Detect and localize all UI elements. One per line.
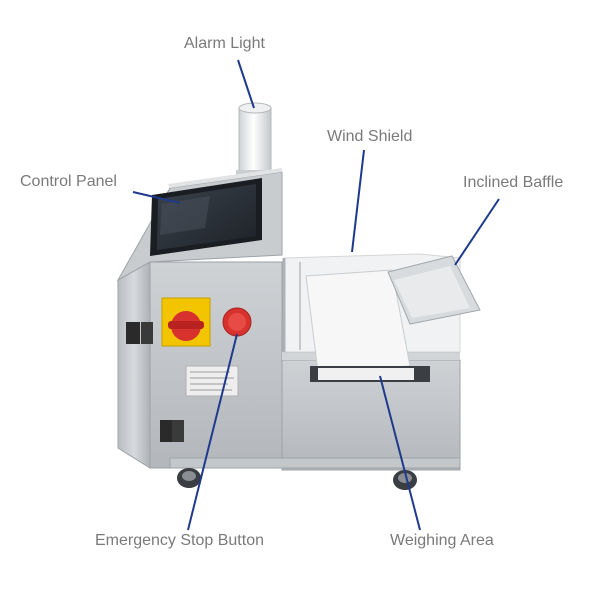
name-plate [185,365,239,397]
alarm-light [236,102,274,178]
leader-weighing-area [379,375,421,531]
label-alarm-light: Alarm Light [184,35,265,52]
control-panel [150,178,262,256]
inclined-baffle [387,255,481,325]
label-control-panel: Control Panel [20,173,117,190]
hinges [126,322,184,442]
label-weighing-area: Weighing Area [390,532,494,549]
label-wind-shield: Wind Shield [327,128,413,145]
label-emergency-stop-button: Emergency Stop Button [95,532,264,549]
leader-wind-shield [351,149,365,253]
weighing-area [305,269,430,382]
leader-control-panel [132,191,181,204]
leader-alarm-light [237,59,255,109]
leader-emergency-stop [187,333,238,531]
label-inclined-baffle: Inclined Baffle [463,174,564,191]
leader-inclined-baffle [454,198,500,266]
caster-wheels [177,468,417,490]
leader-lines [132,59,500,531]
